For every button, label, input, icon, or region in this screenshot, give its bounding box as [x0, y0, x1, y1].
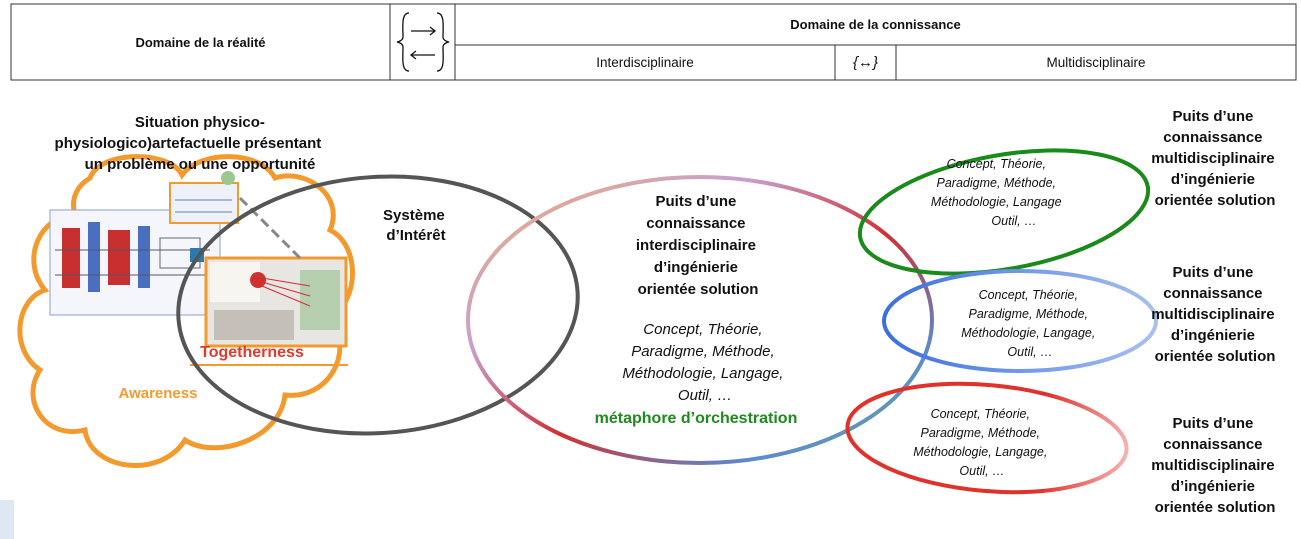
central-item-line: Concept, Théorie, [643, 321, 762, 338]
well-item-line: Outil, … [1007, 345, 1052, 359]
central-well-title: Puits d’une connaissance interdisciplina… [636, 193, 760, 298]
well-item-line: Méthodologie, Langage, [913, 445, 1047, 459]
well-title-line: multidisciplinaire [1151, 457, 1274, 474]
central-title-line: connaissance [646, 215, 745, 232]
well-title-line: Puits d’une [1172, 108, 1253, 125]
central-item-line: Outil, … [678, 387, 732, 404]
well-title-line: orientée solution [1155, 192, 1276, 209]
central-title-line: Puits d’une [655, 193, 736, 210]
blue-well-ellipse [882, 269, 1158, 373]
central-item-line: Paradigme, Méthode, [631, 343, 774, 360]
well-item-line: Concept, Théorie, [947, 157, 1046, 171]
zoom-connector-line [238, 196, 302, 260]
corner-tab-decoration [0, 500, 14, 539]
system-of-interest-ellipse [176, 174, 580, 436]
well-title-line: orientée solution [1155, 348, 1276, 365]
well-title-line: Puits d’une [1172, 264, 1253, 281]
green-well-ellipse [857, 148, 1151, 276]
knowledge-domain-header: Domaine de la connissance [790, 17, 961, 32]
detail-inset-image [169, 171, 239, 224]
well-title-line: d’ingénierie [1171, 327, 1255, 344]
togetherness-label: Togetherness [200, 344, 304, 361]
bidirectional-arrow-icon: {↔} [852, 54, 879, 71]
togetherness-room-image [204, 256, 348, 348]
well-item-line: Concept, Théorie, [979, 288, 1078, 302]
well-item-line: Paradigme, Méthode, [969, 307, 1089, 321]
well-item-line: Méthodologie, Langage [931, 195, 1062, 209]
well-item-line: Concept, Théorie, [931, 407, 1030, 421]
well-title-line: multidisciplinaire [1151, 150, 1274, 167]
system-label: Système d’Intérêt [383, 207, 449, 244]
well-item-line: Paradigme, Méthode, [937, 176, 1057, 190]
well-title-line: connaissance [1163, 129, 1262, 146]
green-well-items: Concept, Théorie, Paradigme, Méthode, Mé… [931, 157, 1065, 228]
bracket-arrows-icon [396, 12, 449, 72]
reality-domain-header: Domaine de la réalité [135, 34, 266, 50]
well-item-line: Outil, … [959, 464, 1004, 478]
well-title-line: Puits d’une [1172, 415, 1253, 432]
central-title-line: interdisciplinaire [636, 237, 756, 254]
central-item-line: Méthodologie, Langage, [622, 365, 783, 382]
red-well-ellipse [845, 381, 1129, 495]
red-well-items: Concept, Théorie, Paradigme, Méthode, Mé… [913, 407, 1051, 478]
situation-line: Situation physico- [135, 114, 265, 131]
well-item-line: Méthodologie, Langage, [961, 326, 1095, 340]
well-title-line: d’ingénierie [1171, 478, 1255, 495]
well-title-line: multidisciplinaire [1151, 306, 1274, 323]
well-title-line: orientée solution [1155, 499, 1276, 516]
situation-line: un problème ou une opportunité [85, 156, 316, 173]
situation-line: physiologico)artefactuelle présentant [55, 135, 322, 152]
system-label-line: Système [383, 207, 445, 224]
green-well-title: Puits d’une connaissance multidisciplina… [1151, 108, 1279, 209]
blue-well-items: Concept, Théorie, Paradigme, Méthode, Mé… [961, 288, 1099, 359]
multidisciplinary-header: Multidisciplinaire [1046, 55, 1146, 70]
awareness-cloud [17, 154, 355, 468]
central-well-items: Concept, Théorie, Paradigme, Méthode, Mé… [622, 321, 787, 404]
central-title-line: d’ingénierie [654, 259, 738, 276]
awareness-label: Awareness [119, 385, 198, 402]
central-title-line: orientée solution [638, 281, 759, 298]
well-title-line: d’ingénierie [1171, 171, 1255, 188]
bracket-arrows-symbol [391, 5, 454, 79]
system-label-line: d’Intérêt [386, 227, 445, 244]
situation-title: Situation physico- physiologico)artefact… [55, 114, 326, 173]
well-title-line: connaissance [1163, 436, 1262, 453]
interdisciplinary-well-ellipse [466, 175, 934, 465]
diagram-canvas: Situation physico- physiologico)artefact… [17, 108, 1279, 516]
header-table-lines [10, 3, 1297, 81]
orchestration-label: métaphore d’orchestration [595, 410, 798, 427]
well-title-line: connaissance [1163, 285, 1262, 302]
well-item-line: Paradigme, Méthode, [921, 426, 1041, 440]
interdisciplinary-header: Interdisciplinaire [596, 55, 694, 70]
well-item-line: Outil, … [991, 214, 1036, 228]
blue-well-title: Puits d’une connaissance multidisciplina… [1151, 264, 1279, 365]
bidirectional-symbol: {↔} [836, 46, 895, 79]
red-well-title: Puits d’une connaissance multidisciplina… [1151, 415, 1279, 516]
